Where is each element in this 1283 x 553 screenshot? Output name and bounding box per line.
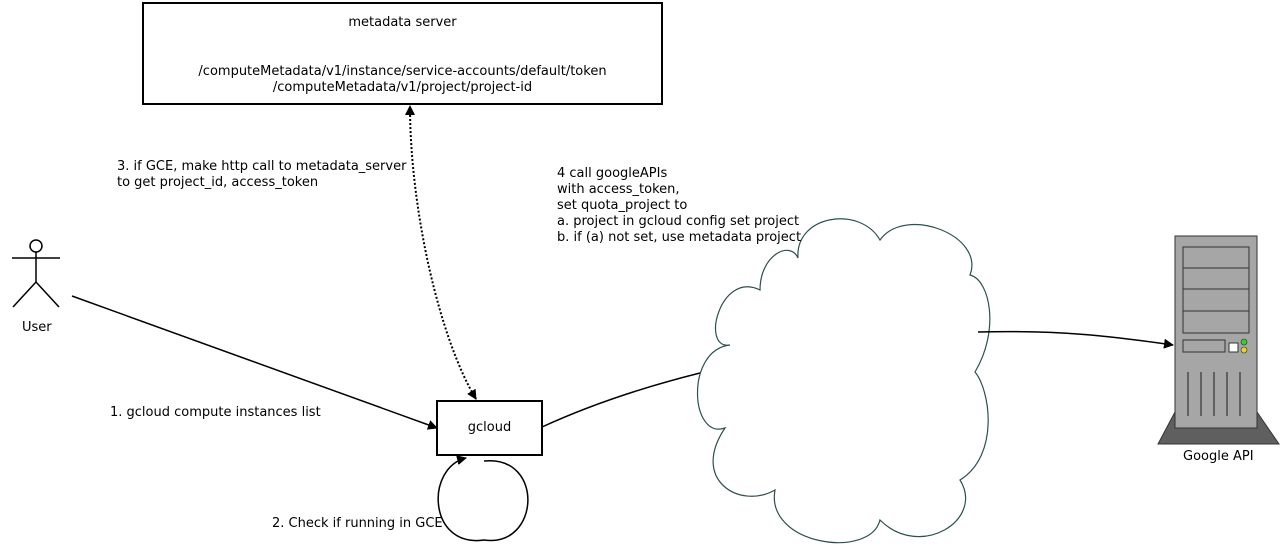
user-label: User: [22, 320, 52, 335]
metadata-project-path: /computeMetadata/v1/project/project-id: [272, 80, 533, 95]
step4-label-line1: 4 call googleAPIs: [557, 166, 668, 181]
metadata-server-box: metadata server /computeMetadata/v1/inst…: [142, 2, 663, 105]
step4-label-line2: with access_token,: [557, 182, 680, 197]
step4-label-line4: a. project in gcloud config set project: [557, 214, 800, 229]
metadata-server-title: metadata server: [348, 15, 457, 30]
step4-label-line3: set quota_project to: [557, 198, 688, 213]
metadata-token-path: /computeMetadata/v1/instance/service-acc…: [198, 64, 607, 79]
gcloud-box: gcloud: [436, 400, 543, 456]
step4-label-line5: b. if (a) not set, use metadata project: [557, 230, 802, 245]
step3-label-line1: 3. if GCE, make http call to metadata_se…: [117, 159, 407, 174]
arrow-gcloud-self-loop: [437, 455, 529, 542]
internet-cloud-icon: [696, 218, 991, 544]
gcloud-label: gcloud: [467, 420, 512, 435]
step2-label: 2. Check if running in GCE: [272, 516, 443, 531]
server-icon: [1157, 235, 1280, 445]
arrow-cloud-to-google-api: [977, 330, 1174, 349]
google-api-label: Google API: [1183, 449, 1254, 464]
arrow-user-to-gcloud: [71, 295, 438, 430]
arrow-gcloud-metadata: [405, 105, 477, 400]
step3-label-line2: to get project_id, access_token: [117, 175, 319, 190]
user-actor-icon: [12, 239, 60, 308]
line-gcloud-to-cloud: [541, 372, 701, 428]
step1-label: 1. gcloud compute instances list: [110, 405, 321, 420]
